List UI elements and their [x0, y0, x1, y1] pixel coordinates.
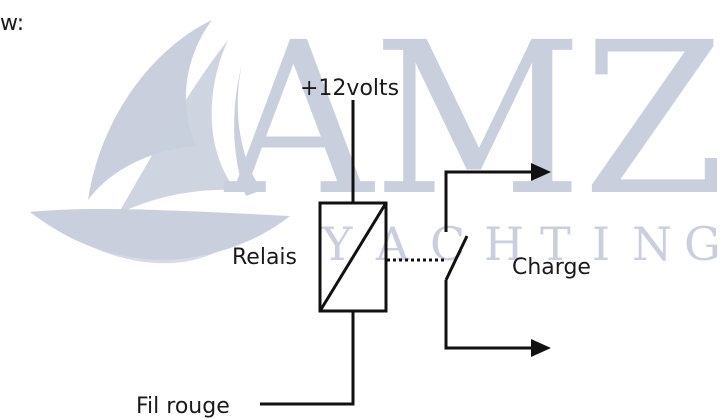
relay-coil-diagonal [318, 202, 388, 312]
tagline-letter: N [632, 217, 672, 271]
load-label: Charge [512, 255, 591, 280]
tagline-letter: I [592, 217, 610, 271]
tagline-letter: C [430, 217, 465, 271]
arrow-right-icon [531, 339, 551, 357]
switch-upper-lead [444, 170, 532, 232]
relay-switch-contact [444, 170, 532, 350]
supply-voltage-label: +12volts [300, 76, 399, 101]
relay-label: Relais [232, 245, 297, 270]
tagline-watermark: Y A C H T I N G [321, 217, 721, 271]
tagline-letter: T [540, 217, 571, 271]
top-text-fragment: w: [0, 11, 24, 36]
switch-lower-lead [444, 280, 532, 350]
tagline-letter: G [684, 217, 721, 271]
brand-watermark-text: AMZ [223, 0, 721, 242]
sailboat-watermark-icon [30, 20, 290, 264]
input-wire-label: Fil rouge [136, 394, 230, 419]
tagline-letter: A [375, 217, 410, 271]
tagline-letter: Y [321, 217, 353, 271]
switch-blade [444, 235, 469, 281]
brand-watermark: AMZ [223, 0, 721, 242]
input-wire [260, 311, 355, 406]
tagline-letter: H [484, 217, 524, 271]
arrow-right-icon [531, 163, 551, 181]
